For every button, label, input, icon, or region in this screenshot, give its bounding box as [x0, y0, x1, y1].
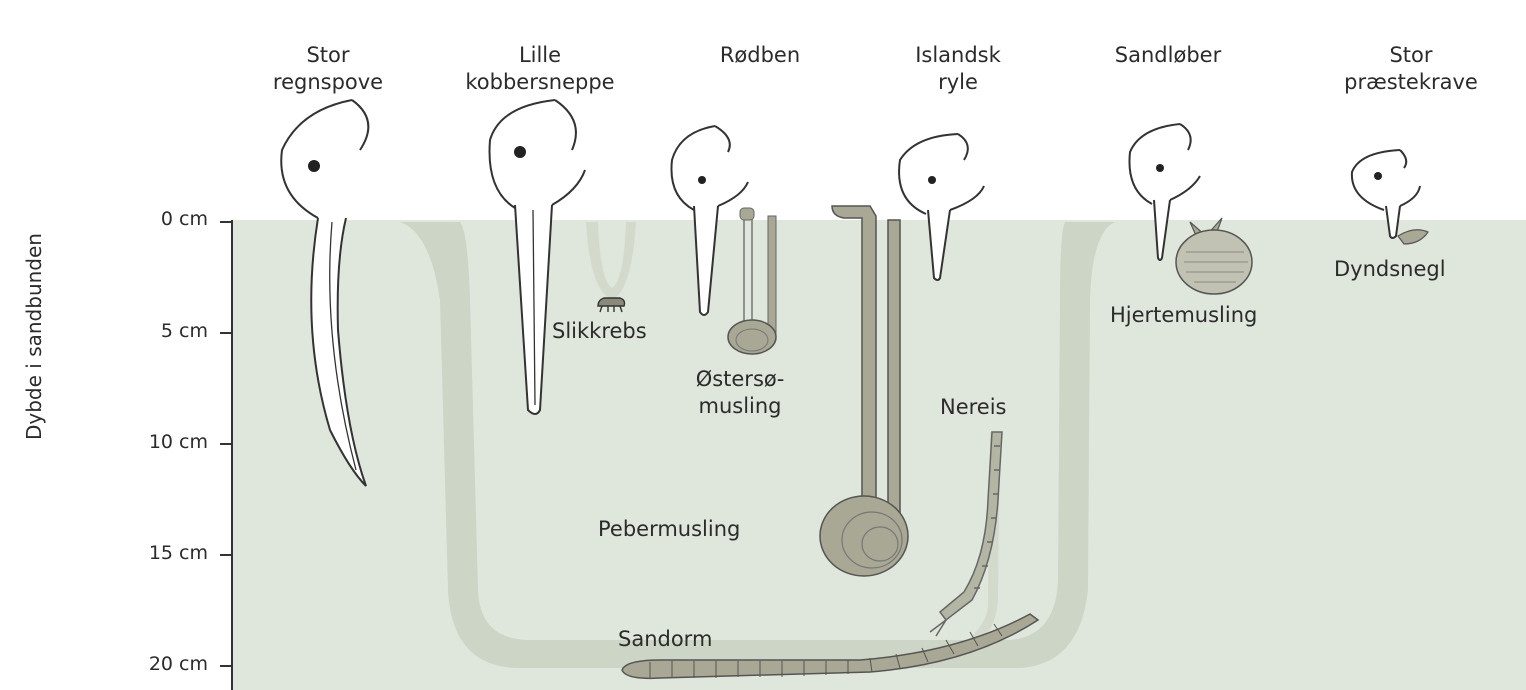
depth-ticks: [220, 222, 232, 666]
label-line: kobbersneppe: [455, 69, 625, 96]
label-slikkrebs: Slikkrebs: [552, 318, 647, 345]
tick-label-0: 0 cm: [118, 208, 208, 230]
label-ostersomusling: Østersø- musling: [680, 366, 800, 420]
label-line: Rødben: [695, 42, 825, 69]
label-lille-kobbersneppe: Lille kobbersneppe: [455, 42, 625, 96]
depth-axis-label: Dybde i sandbunden: [22, 233, 46, 440]
label-line: præstekrave: [1326, 69, 1496, 96]
label-line: musling: [680, 393, 800, 420]
label-sandorm: Sandorm: [618, 626, 712, 653]
label-islandsk-ryle: Islandsk ryle: [898, 42, 1018, 96]
tick-label-15: 15 cm: [118, 542, 208, 564]
tick-label-10: 10 cm: [118, 431, 208, 453]
label-line: regnspove: [258, 69, 398, 96]
tick-label-5: 5 cm: [118, 320, 208, 342]
label-dyndsnegl: Dyndsnegl: [1334, 256, 1446, 283]
label-sandlober: Sandløber: [1098, 42, 1238, 69]
sediment-area: [232, 220, 1526, 690]
tick-label-20: 20 cm: [118, 653, 208, 675]
label-line: Østersø-: [680, 366, 800, 393]
label-nereis: Nereis: [940, 394, 1007, 421]
label-stor-praestekrave: Stor præstekrave: [1326, 42, 1496, 96]
label-hjertemusling: Hjertemusling: [1110, 302, 1257, 329]
label-pebermusling: Pebermusling: [598, 516, 740, 543]
label-line: ryle: [898, 69, 1018, 96]
label-line: Lille: [455, 42, 625, 69]
label-line: Stor: [258, 42, 398, 69]
label-line: Sandløber: [1098, 42, 1238, 69]
label-stor-regnspove: Stor regnspove: [258, 42, 398, 96]
label-line: Stor: [1326, 42, 1496, 69]
label-rodben: Rødben: [695, 42, 825, 69]
label-line: Islandsk: [898, 42, 1018, 69]
